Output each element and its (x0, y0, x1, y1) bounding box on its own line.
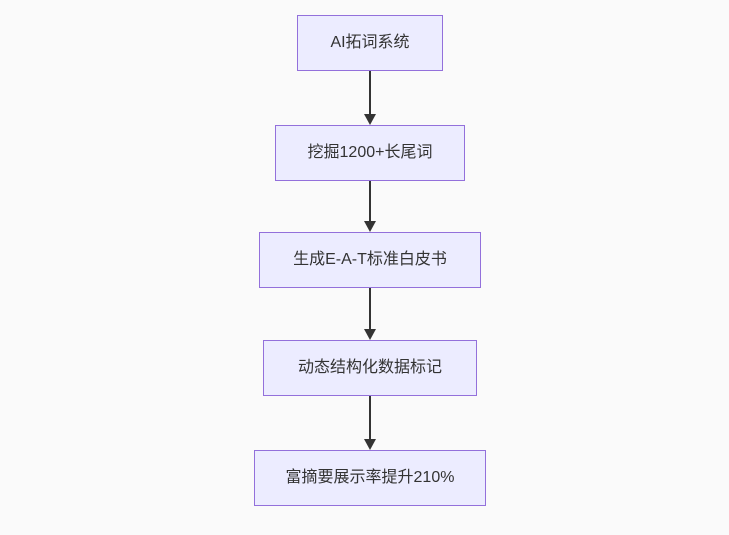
node-label: 富摘要展示率提升210% (285, 469, 455, 487)
edge-connector-line (369, 288, 371, 330)
flowchart-node-eat-whitepaper: 生成E-A-T标准白皮书 (259, 232, 481, 288)
node-label: 动态结构化数据标记 (297, 359, 442, 377)
edge-connector-line (369, 71, 371, 115)
edge-connector-line (369, 181, 371, 222)
arrowhead-down-icon (364, 439, 376, 450)
edge-connector-line (369, 396, 371, 440)
node-label: 生成E-A-T标准白皮书 (293, 251, 447, 269)
arrowhead-down-icon (364, 221, 376, 232)
node-label: 挖掘1200+长尾词 (307, 144, 433, 162)
arrowhead-down-icon (364, 114, 376, 125)
node-label: AI拓词系统 (330, 34, 410, 52)
flowchart-node-rich-snippet-result: 富摘要展示率提升210% (254, 450, 486, 506)
flowchart-node-longtail-keywords: 挖掘1200+长尾词 (275, 125, 465, 181)
flowchart-node-structured-data: 动态结构化数据标记 (263, 340, 477, 396)
arrowhead-down-icon (364, 329, 376, 340)
flowchart-node-ai-system: AI拓词系统 (297, 15, 443, 71)
